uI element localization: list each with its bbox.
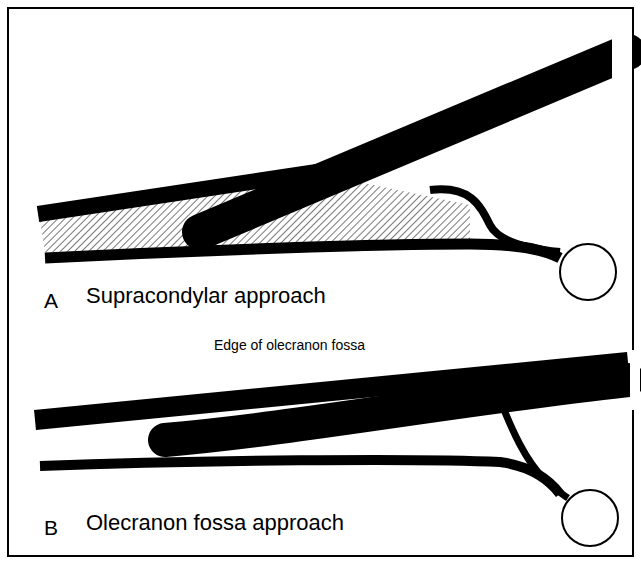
lower-cortex xyxy=(45,244,560,258)
panel-letter: B xyxy=(44,517,58,538)
panel-caption: Supracondylar approach xyxy=(86,285,326,307)
panel-caption: Olecranon fossa approach xyxy=(86,512,344,534)
lower-cortex xyxy=(40,460,560,494)
panel-letter: A xyxy=(44,290,58,311)
structure-label: Edge of olecranon fossa xyxy=(214,338,365,352)
rod-clip xyxy=(612,20,632,80)
nail-rod xyxy=(200,52,628,232)
frame xyxy=(8,8,633,556)
nail-rod xyxy=(165,380,628,440)
condyle-stalk xyxy=(430,189,560,252)
condyle-stalk xyxy=(500,400,568,498)
condyle-head xyxy=(560,244,616,300)
condyle-head xyxy=(562,490,618,546)
rod-clip xyxy=(630,350,640,410)
